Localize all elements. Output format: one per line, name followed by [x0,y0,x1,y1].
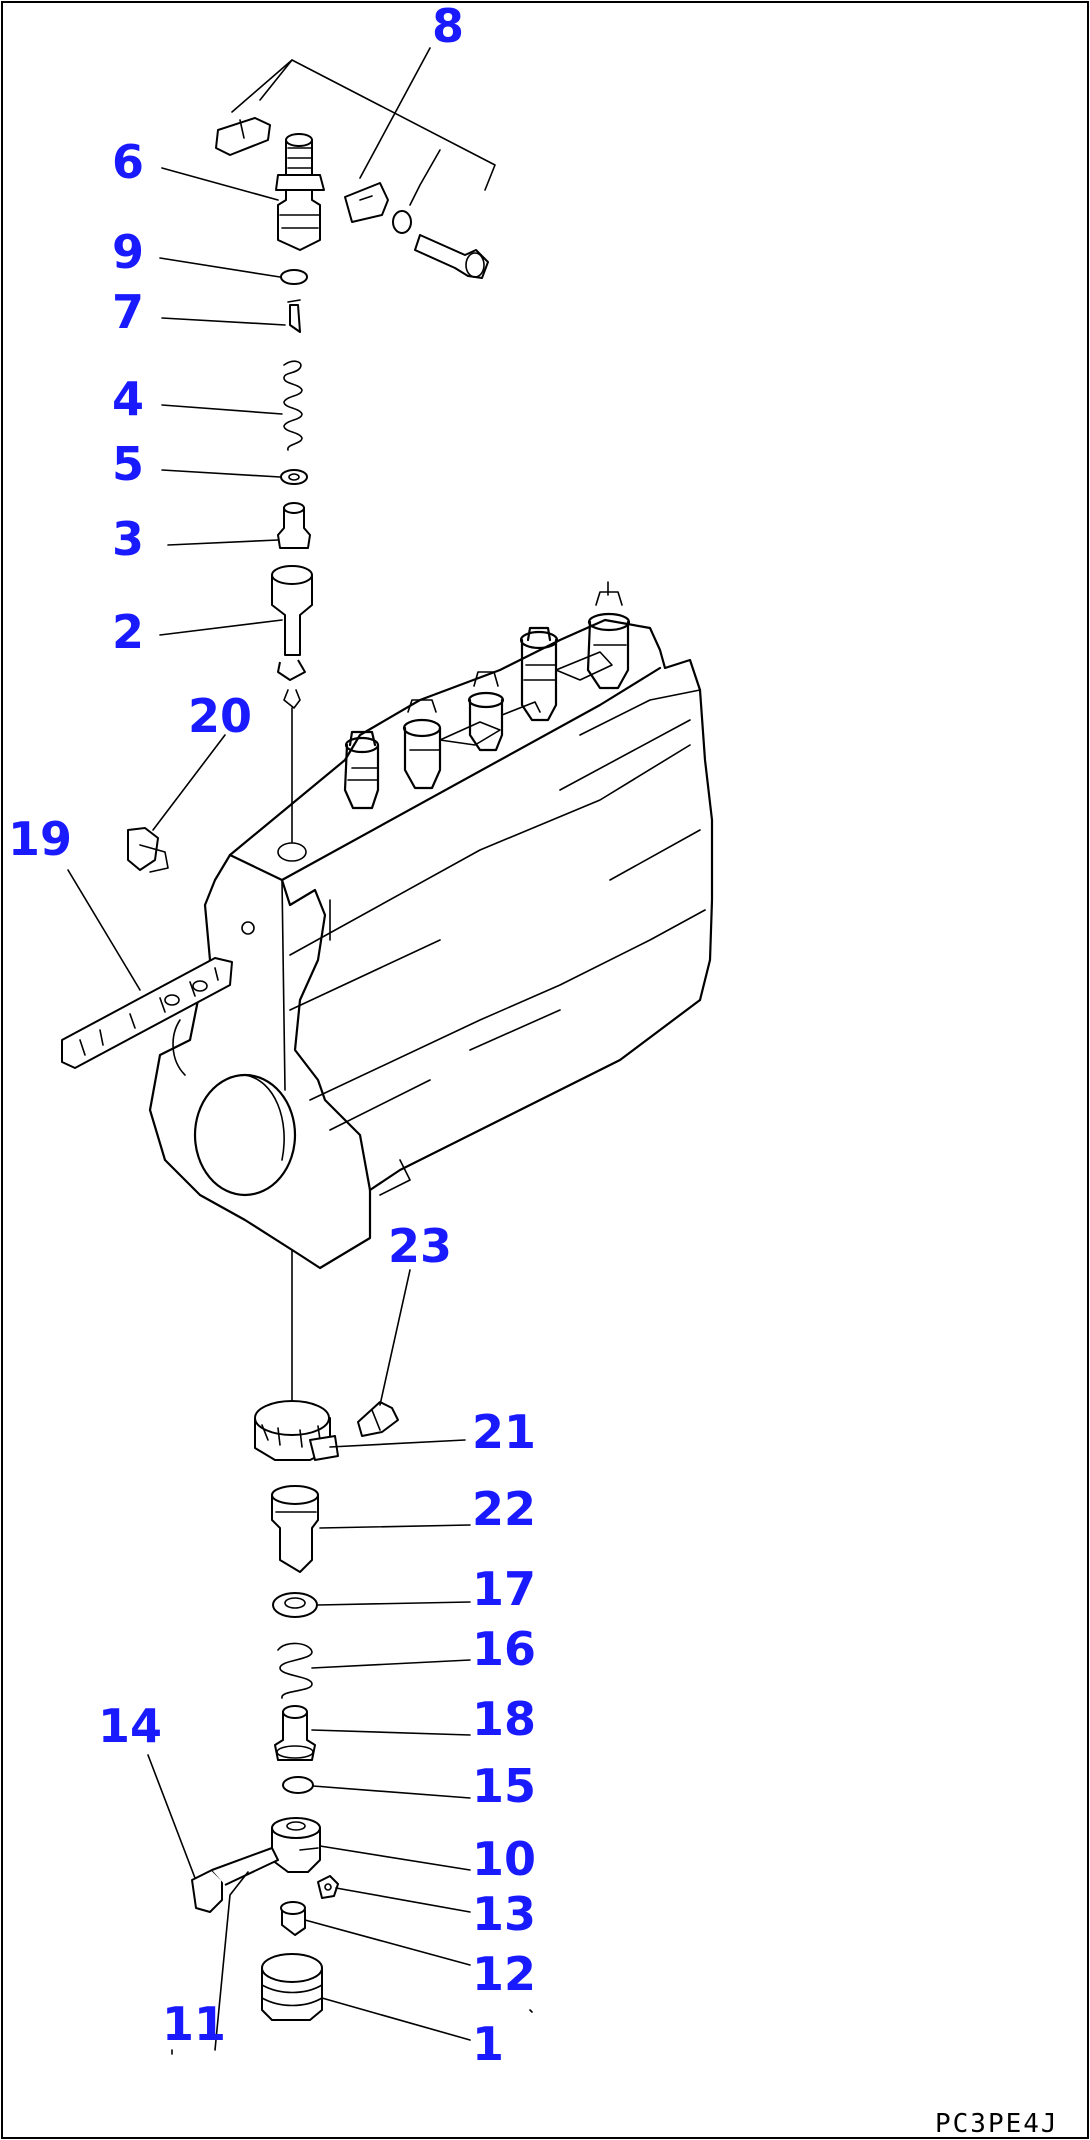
callout-4: 4 [112,372,144,426]
part-2-plunger-barrel [271,565,313,843]
callout-19: 19 [8,812,72,866]
callout-1: 1 [472,2017,504,2071]
part-7-stopper [287,299,301,333]
part-3-delivery-valve [277,502,311,549]
pump-housing [148,618,714,1270]
delivery-valve-holders [343,581,631,810]
callout-13: 13 [472,1887,536,1941]
callout-12: 12 [472,1947,536,2001]
callout-15: 15 [472,1759,536,1813]
part-14-guide-pin [191,1847,279,1913]
callout-11: 11 [162,1997,226,2051]
part-12-roller [280,1901,306,1936]
part-5-gasket [280,469,308,485]
callout-5: 5 [112,437,144,491]
callout-23: 23 [388,1219,452,1273]
callout-21: 21 [472,1405,536,1459]
lock-plate-group [215,59,496,279]
callout-8: 8 [432,0,464,53]
part-13-nut [317,1875,339,1899]
part-9-o-ring [280,269,308,285]
callout-14: 14 [98,1699,162,1753]
callout-2: 2 [112,605,144,659]
part-20-screw [127,827,169,873]
part-1-plug [261,1953,323,2021]
callout-18: 18 [472,1692,536,1746]
drawing-code: PC3PE4J [935,2109,1059,2139]
part-4-spring [283,360,303,451]
callout-9: 9 [112,225,144,279]
part-18-spring-seat [274,1705,316,1761]
part-17-spring-seat [272,1592,318,1618]
part-21-control-sleeve [254,1400,339,1461]
callout-20: 20 [188,689,252,743]
part-22-plunger [271,1485,319,1573]
part-23-screw [357,1401,399,1437]
part-19-control-rack [61,957,233,1069]
part-15-shim [282,1776,314,1794]
callout-22: 22 [472,1482,536,1536]
callout-6: 6 [112,135,144,189]
part-6-valve-holder [275,133,325,251]
leader-lines [67,47,533,2055]
callout-3: 3 [112,512,144,566]
callout-17: 17 [472,1562,536,1616]
part-10-tappet [271,1817,321,1873]
callout-7: 7 [112,285,144,339]
callout-labels: 8 6 9 7 4 5 3 2 20 19 23 21 22 17 16 18 … [8,0,536,2071]
callout-10: 10 [472,1832,536,1886]
part-16-plunger-spring [277,1642,313,1699]
callout-16: 16 [472,1622,536,1676]
